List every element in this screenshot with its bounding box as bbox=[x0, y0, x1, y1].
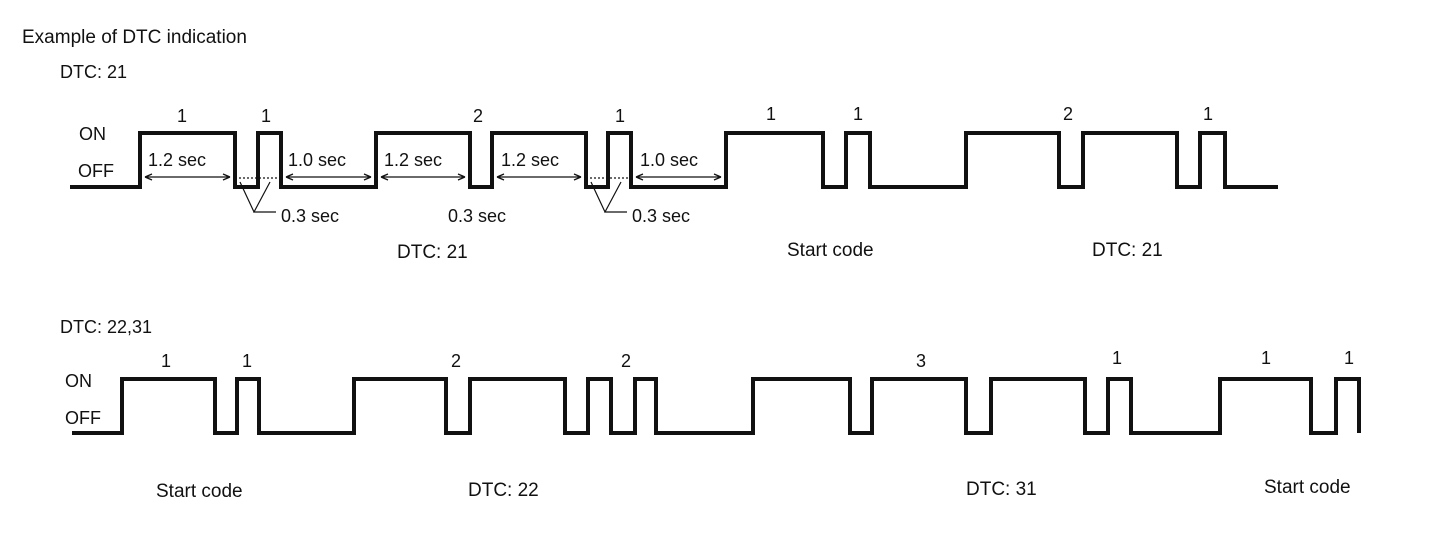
diagram-dtc-22-31: DTC: 22,31 ON OFF 1 1 2 2 3 1 1 1 Start … bbox=[60, 317, 1361, 502]
diagram2-pulse-count: 3 bbox=[916, 351, 926, 371]
diagram1-duration-label: 1.0 sec bbox=[640, 150, 698, 170]
diagram1-signal-waveform bbox=[70, 131, 1278, 189]
diagram1-gap-leader bbox=[239, 181, 276, 213]
diagram1-pulse-count: 2 bbox=[473, 106, 483, 126]
diagram1-on-label: ON bbox=[79, 124, 106, 144]
diagram-dtc-21: DTC: 21 ON OFF 1 1 2 1 1 1 2 1 1.2 sec 1… bbox=[60, 62, 1278, 263]
diagram1-gap-label: 0.3 sec bbox=[632, 206, 690, 226]
diagram1-pulse-count: 1 bbox=[1203, 104, 1213, 124]
diagram1-duration-label: 1.2 sec bbox=[384, 150, 442, 170]
diagram1-gap-label: 0.3 sec bbox=[281, 206, 339, 226]
diagram2-pulse-count: 2 bbox=[451, 351, 461, 371]
diagram2-pulse-count: 1 bbox=[1344, 348, 1354, 368]
diagram2-caption: DTC: 22 bbox=[468, 480, 539, 501]
diagram1-pulse-count: 1 bbox=[853, 104, 863, 124]
diagram2-caption: Start code bbox=[1264, 477, 1351, 498]
diagram1-dimension-arrows bbox=[144, 173, 722, 181]
diagram2-caption: Start code bbox=[156, 481, 243, 502]
diagram1-pulse-count: 1 bbox=[615, 106, 625, 126]
diagram2-pulse-count: 2 bbox=[621, 351, 631, 371]
diagram1-caption: DTC: 21 bbox=[1092, 240, 1163, 261]
diagram2-signal-waveform bbox=[72, 377, 1361, 435]
diagram1-pulse-count: 2 bbox=[1063, 104, 1073, 124]
diagram2-on-label: ON bbox=[65, 371, 92, 391]
diagram2-pulse-count: 1 bbox=[1261, 348, 1271, 368]
diagram1-pulse-count: 1 bbox=[177, 106, 187, 126]
diagram1-gap-leader bbox=[590, 181, 627, 213]
diagram2-off-label: OFF bbox=[65, 408, 101, 428]
diagram1-pulse-count: 1 bbox=[261, 106, 271, 126]
diagram1-caption: Start code bbox=[787, 240, 874, 261]
diagram1-pulse-count: 1 bbox=[766, 104, 776, 124]
figure-title: Example of DTC indication bbox=[22, 27, 247, 48]
diagram2-pulse-count: 1 bbox=[242, 351, 252, 371]
diagram1-gap-label: 0.3 sec bbox=[448, 206, 506, 226]
diagram1-caption: DTC: 21 bbox=[397, 242, 468, 263]
diagram1-duration-label: 1.2 sec bbox=[501, 150, 559, 170]
diagram2-caption: DTC: 31 bbox=[966, 479, 1037, 500]
diagram1-heading: DTC: 21 bbox=[60, 62, 127, 82]
diagram1-off-label: OFF bbox=[78, 161, 114, 181]
diagram2-pulse-count: 1 bbox=[1112, 348, 1122, 368]
diagram1-duration-label: 1.0 sec bbox=[288, 150, 346, 170]
diagram2-heading: DTC: 22,31 bbox=[60, 317, 152, 337]
diagram1-duration-label: 1.2 sec bbox=[148, 150, 206, 170]
diagram2-pulse-count: 1 bbox=[161, 351, 171, 371]
